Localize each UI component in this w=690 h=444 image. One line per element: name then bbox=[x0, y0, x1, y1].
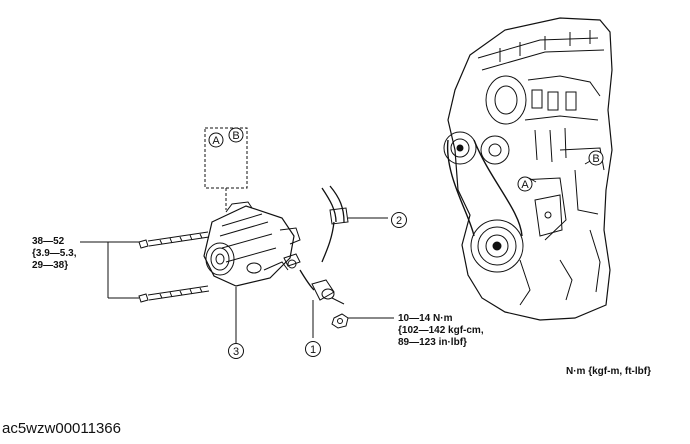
wiring-harness bbox=[321, 185, 388, 263]
callout-2-label: 2 bbox=[396, 215, 402, 227]
callout-1-label: 1 bbox=[310, 344, 316, 356]
terminal-nut bbox=[331, 313, 394, 329]
nut-torque-kgfcm: {102—142 kgf-cm, bbox=[398, 325, 484, 336]
terminal-connector bbox=[299, 269, 345, 338]
torque-units-legend: N·m {kgf-m, ft-lbf} bbox=[566, 366, 651, 377]
bolt-torque-spec: 38—52 {3.9—5.3, 29—38} bbox=[32, 236, 76, 272]
callout-3: 3 bbox=[228, 343, 244, 359]
callout-view-a: A bbox=[208, 132, 224, 148]
callout-3-label: 3 bbox=[233, 346, 239, 358]
bolt-torque-nm: 38—52 bbox=[32, 236, 65, 247]
engine-callout-b-label: B bbox=[592, 153, 599, 165]
engine-callout-a-label: A bbox=[521, 179, 529, 191]
mounting-bolt-upper bbox=[138, 231, 210, 249]
mounting-bolt-lower bbox=[138, 285, 210, 303]
engine-callout-a: A bbox=[517, 176, 533, 192]
engine-block bbox=[443, 17, 613, 321]
callout-view-a-label: A bbox=[212, 135, 220, 147]
generator bbox=[203, 201, 301, 287]
nut-torque-nm: 10—14 N·m bbox=[398, 313, 453, 324]
bolt-torque-kgfm: {3.9—5.3, bbox=[32, 248, 77, 259]
callout-view-b-label: B bbox=[232, 130, 239, 142]
engine-callout-b: B bbox=[588, 150, 604, 166]
torque-bracket-left bbox=[80, 241, 139, 299]
callout-1: 1 bbox=[305, 341, 321, 357]
view-indicator-box bbox=[204, 127, 248, 210]
figure-id: ac5wzw00011366 bbox=[2, 420, 121, 437]
nut-torque-inlbf: 89—123 in·lbf} bbox=[398, 337, 467, 348]
bolt-torque-ftlbf: 29—38} bbox=[32, 260, 69, 271]
callout-2: 2 bbox=[391, 212, 407, 228]
callout-view-b: B bbox=[228, 127, 244, 143]
nut-torque-spec: 10—14 N·m {102—142 kgf-cm, 89—123 in·lbf… bbox=[398, 313, 484, 349]
